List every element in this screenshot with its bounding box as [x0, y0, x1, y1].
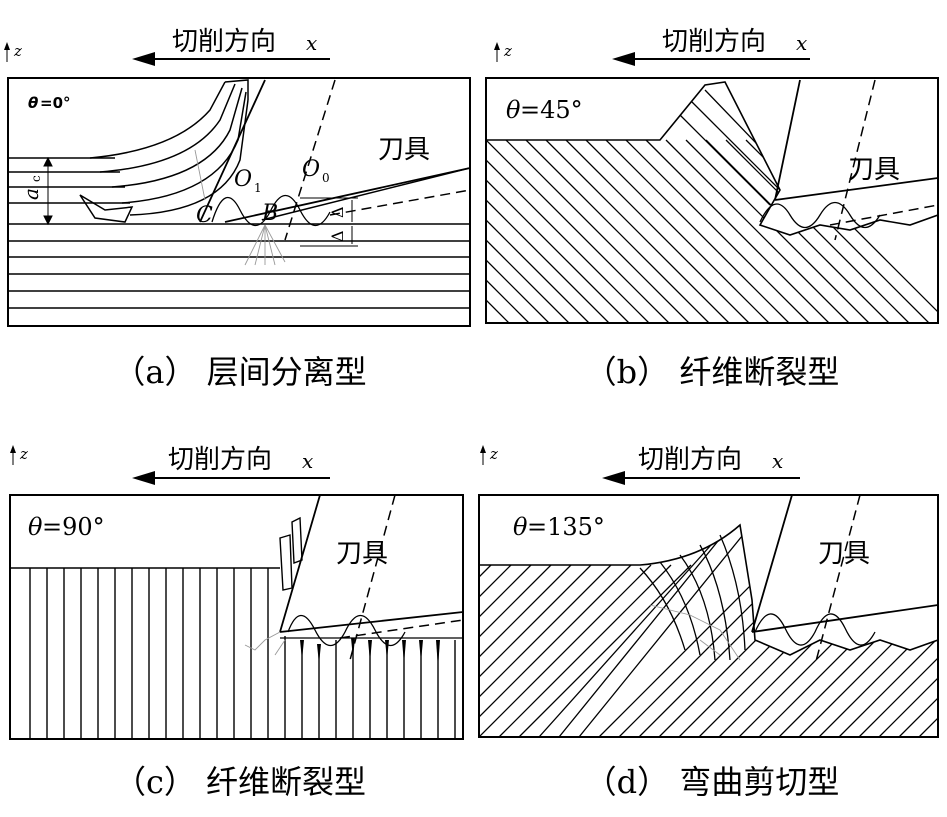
fiber-vertical-left-c — [29, 568, 269, 739]
fiber-break-tips-c — [300, 638, 440, 668]
c-label: C — [196, 203, 213, 228]
tool-d — [751, 495, 938, 666]
fiber-hatching-b — [486, 89, 938, 323]
fiber-layers-a — [8, 223, 470, 309]
tool-c — [279, 495, 463, 661]
angle-symbol-a: θ — [28, 94, 38, 112]
angle-value-a: =0° — [40, 94, 71, 112]
caption-b: （b） 纤维断裂型 — [585, 353, 840, 391]
direction-label: 切削方向 — [662, 27, 766, 57]
tool-label-a: 刀具 — [378, 135, 430, 165]
tool-label-b: 刀具 — [848, 155, 900, 185]
z-axis-label: z — [13, 42, 22, 60]
o1-sub-label: 1 — [254, 181, 262, 195]
workpiece-outline-d — [479, 523, 938, 656]
vibration-path-a — [211, 194, 331, 227]
z-axis-b: z — [494, 42, 512, 62]
chip-a — [89, 79, 249, 216]
angle-symbol-d: θ — [513, 513, 528, 541]
delta-label-1: Δ — [328, 206, 347, 218]
panel-a-frame — [7, 77, 471, 327]
crack-rays-a — [194, 149, 286, 266]
o0-label: O — [302, 157, 320, 182]
workpiece-outline-b — [486, 81, 938, 236]
caption-c: （c） 纤维断裂型 — [114, 763, 366, 801]
o0-sub-label: 0 — [322, 171, 330, 185]
z-axis-label: z — [489, 445, 498, 463]
chip-fragments-c — [279, 516, 303, 591]
crack-lines-c — [244, 631, 286, 656]
z-axis-c: z — [10, 445, 28, 465]
cutting-direction-b: 切削方向 x — [612, 27, 810, 66]
cutting-direction-a: 切削方向 x — [132, 27, 330, 66]
o1-label: O — [234, 167, 252, 192]
z-axis-d: z — [480, 445, 498, 465]
tool-b — [774, 79, 938, 241]
panel-d-frame — [478, 494, 939, 738]
z-axis-label: z — [503, 42, 512, 60]
tool-a — [199, 79, 470, 241]
vibration-path-d — [754, 613, 876, 646]
ac-sub-label-a: c — [29, 175, 43, 182]
ac-label-a: a — [19, 188, 43, 200]
panel-c-frame — [9, 494, 464, 740]
fiber-hatching-d — [479, 525, 938, 737]
vibration-path-b — [759, 201, 881, 229]
angle-value-b: =45° — [520, 96, 583, 124]
z-axis-a: z — [4, 42, 22, 62]
tool-label-d: 刀具 — [818, 539, 870, 569]
vibration-path-c — [287, 614, 406, 647]
delta-dimension-a — [300, 197, 358, 247]
delta-label-2: Δ — [328, 230, 347, 242]
caption-a: （a） 层间分离型 — [113, 353, 366, 391]
b-label: B — [261, 201, 278, 226]
angle-symbol-b: θ — [506, 96, 521, 124]
direction-label: 切削方向 — [168, 445, 272, 475]
panel-b: z 切削方向 x — [485, 27, 939, 391]
cutting-direction-c: 切削方向 x — [132, 445, 330, 485]
fiber-vertical-right-c — [284, 636, 456, 739]
direction-axis-label: x — [772, 449, 783, 473]
panel-a: z 切削方向 x — [4, 27, 471, 391]
direction-axis-label: x — [302, 449, 313, 473]
chip-fragment-a — [79, 194, 134, 223]
panel-c: z 切削方向 x — [9, 445, 464, 801]
direction-axis-label: x — [306, 31, 317, 55]
angle-symbol-c: θ — [28, 513, 43, 541]
crack-lines-d — [649, 604, 741, 661]
angle-value-d: =135° — [527, 513, 605, 541]
tool-label-c: 刀具 — [336, 539, 388, 569]
caption-d: （d） 弯曲剪切型 — [585, 763, 840, 801]
direction-label: 切削方向 — [172, 27, 276, 57]
direction-label: 切削方向 — [638, 445, 742, 475]
angle-value-c: =90° — [42, 513, 105, 541]
panel-d: z 切削方向 x — [478, 445, 939, 801]
bent-fibers-d — [639, 534, 746, 661]
direction-axis-label: x — [796, 31, 807, 55]
cutting-direction-d: 切削方向 x — [602, 445, 800, 485]
z-axis-label: z — [19, 445, 28, 463]
ac-dimension-a — [43, 156, 53, 226]
